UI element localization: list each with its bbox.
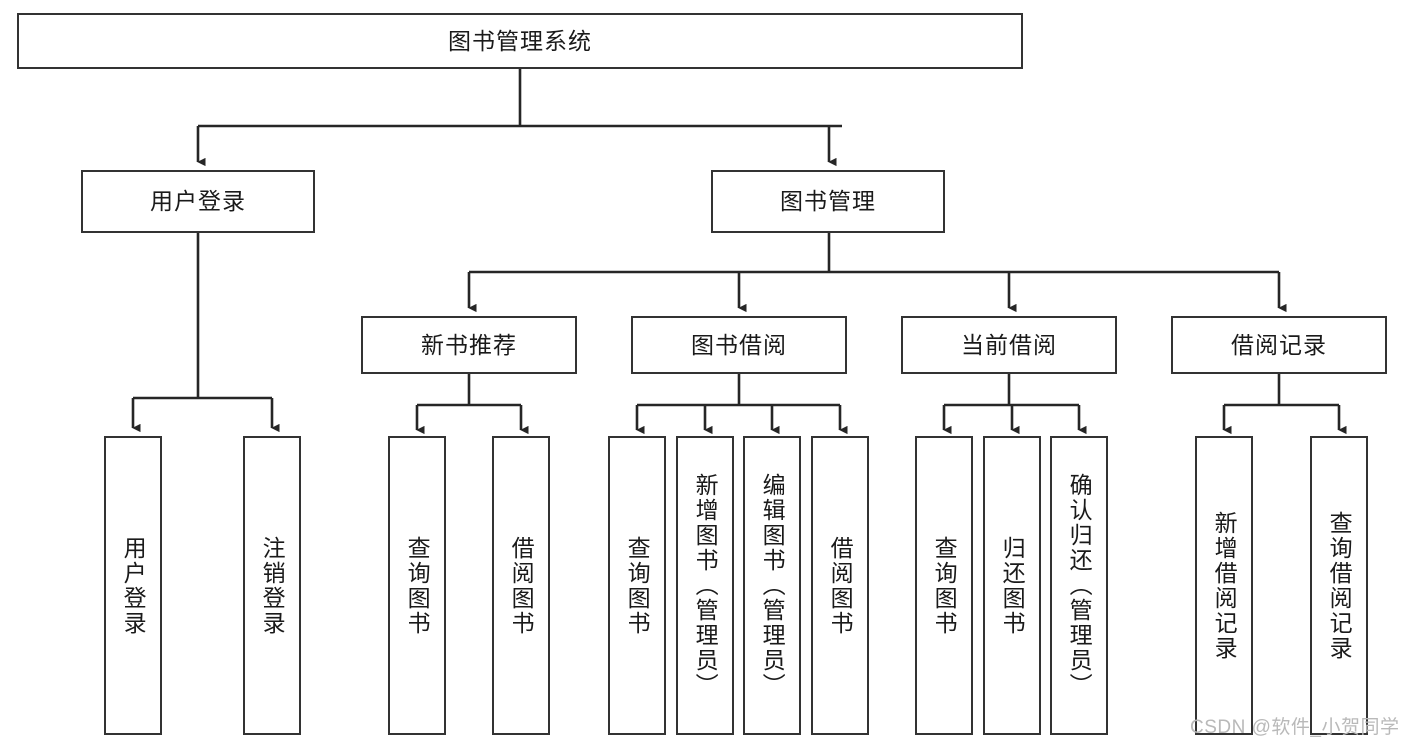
node-book-borrow-label: 图书借阅: [691, 331, 787, 358]
node-user-login[interactable]: 用户登录: [81, 170, 315, 233]
node-borrow-record[interactable]: 借阅记录: [1171, 316, 1387, 374]
node-leaf-query-book-current-label: 查询图书: [931, 535, 958, 636]
node-leaf-return-book[interactable]: 归还图书: [983, 436, 1041, 735]
node-leaf-query-book-borrow-label: 查询图书: [624, 535, 651, 636]
node-leaf-borrow-book-new-recommend-label: 借阅图书: [508, 535, 535, 636]
node-leaf-query-borrow-record-label: 查询借阅记录: [1326, 510, 1353, 661]
node-book-borrow[interactable]: 图书借阅: [631, 316, 847, 374]
node-leaf-edit-book-admin[interactable]: 编辑图书（管理员）: [743, 436, 801, 735]
node-leaf-query-book-current[interactable]: 查询图书: [915, 436, 973, 735]
node-leaf-confirm-return-admin[interactable]: 确认归还（管理员）: [1050, 436, 1108, 735]
node-leaf-borrow-book-borrow[interactable]: 借阅图书: [811, 436, 869, 735]
node-leaf-add-book-admin[interactable]: 新增图书（管理员）: [676, 436, 734, 735]
node-leaf-add-borrow-record-label: 新增借阅记录: [1211, 510, 1238, 661]
node-leaf-return-book-label: 归还图书: [999, 535, 1026, 636]
node-root-book-management-system[interactable]: 图书管理系统: [17, 13, 1023, 69]
node-new-book-recommend[interactable]: 新书推荐: [361, 316, 577, 374]
node-leaf-add-book-admin-label: 新增图书（管理员）: [692, 473, 719, 698]
node-root-label: 图书管理系统: [448, 27, 592, 54]
node-borrow-record-label: 借阅记录: [1231, 331, 1327, 358]
node-leaf-user-login-label: 用户登录: [120, 535, 147, 636]
node-leaf-logout-label: 注销登录: [259, 535, 286, 636]
node-user-login-label: 用户登录: [150, 188, 246, 215]
node-leaf-user-login[interactable]: 用户登录: [104, 436, 162, 735]
node-leaf-query-book-new-recommend-label: 查询图书: [404, 535, 431, 636]
node-leaf-logout[interactable]: 注销登录: [243, 436, 301, 735]
node-new-book-recommend-label: 新书推荐: [421, 331, 517, 358]
node-leaf-query-book-borrow[interactable]: 查询图书: [608, 436, 666, 735]
node-leaf-query-borrow-record[interactable]: 查询借阅记录: [1310, 436, 1368, 735]
node-leaf-edit-book-admin-label: 编辑图书（管理员）: [759, 473, 786, 698]
node-leaf-borrow-book-borrow-label: 借阅图书: [827, 535, 854, 636]
node-current-borrow[interactable]: 当前借阅: [901, 316, 1117, 374]
node-leaf-query-book-new-recommend[interactable]: 查询图书: [388, 436, 446, 735]
node-leaf-confirm-return-admin-label: 确认归还（管理员）: [1066, 473, 1093, 698]
node-leaf-borrow-book-new-recommend[interactable]: 借阅图书: [492, 436, 550, 735]
node-book-management-label: 图书管理: [780, 188, 876, 215]
csdn-watermark: CSDN @软件_小贺同学: [1190, 717, 1400, 738]
node-book-management[interactable]: 图书管理: [711, 170, 945, 233]
node-current-borrow-label: 当前借阅: [961, 331, 1057, 358]
node-leaf-add-borrow-record[interactable]: 新增借阅记录: [1195, 436, 1253, 735]
